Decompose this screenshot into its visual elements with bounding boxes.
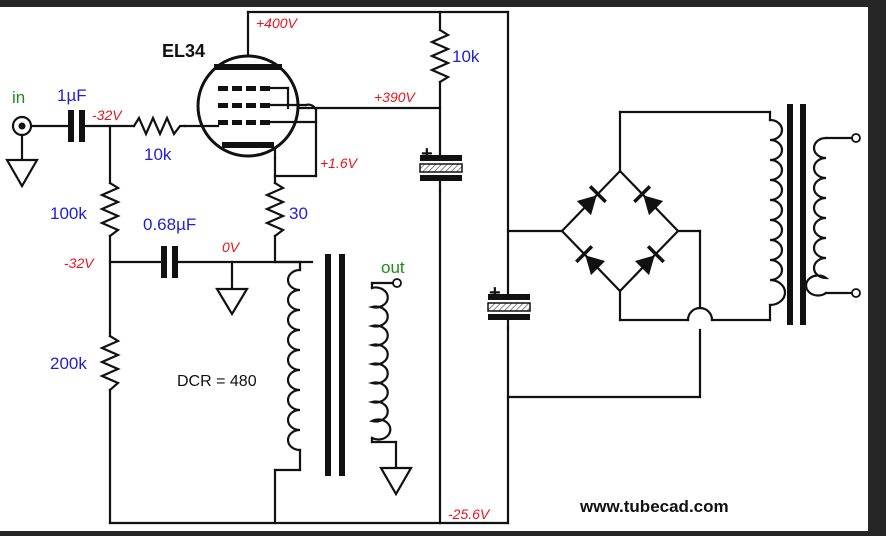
- label-r-cathode: 30: [289, 204, 308, 223]
- capacitor-1uf: [68, 110, 85, 142]
- website-label: www.tubecad.com: [579, 497, 729, 516]
- voltage-grid-left: -32V: [92, 107, 123, 123]
- voltage-negative-rail: -25.6V: [448, 506, 491, 522]
- resistor-200k: [99, 334, 121, 392]
- input-jack: [11, 115, 33, 162]
- ground-symbol-input: [5, 158, 39, 189]
- voltage-divider: -32V: [64, 255, 95, 271]
- output-transformer: [286, 254, 392, 476]
- mains-terminal-bottom: [851, 288, 861, 298]
- tube-type-label: EL34: [162, 41, 205, 61]
- el34-tube: [196, 54, 318, 160]
- resistor-100k: [99, 181, 121, 238]
- output-terminal: [392, 278, 402, 288]
- schematic-panel: [0, 7, 868, 531]
- mains-terminal-top: [851, 133, 861, 143]
- resistor-10k-supply: [429, 28, 451, 84]
- label-r-200k: 200k: [50, 354, 87, 373]
- label-r-supply: 10k: [452, 47, 480, 66]
- label-output: out: [381, 258, 405, 277]
- resistor-30-cathode: [264, 181, 286, 238]
- voltage-ground-ref: 0V: [222, 239, 241, 255]
- capacitor-electrolytic-2: [487, 294, 531, 330]
- cap-plus-2: +: [489, 282, 501, 304]
- capacitor-068uf: [161, 246, 178, 278]
- label-r-grid: 10k: [144, 145, 172, 164]
- resistor-10k-grid: [132, 115, 187, 137]
- voltage-cathode: +1.6V: [320, 155, 359, 171]
- label-c-input: 1µF: [57, 86, 87, 105]
- label-dcr: DCR = 480: [177, 373, 257, 390]
- capacitor-electrolytic-1: [419, 155, 463, 192]
- cap-plus-1: +: [421, 143, 433, 165]
- ground-symbol-0v: [215, 287, 249, 317]
- voltage-plate: +400V: [256, 15, 299, 31]
- power-transformer: [768, 104, 830, 325]
- label-input: in: [12, 88, 25, 107]
- voltage-screen: +390V: [374, 89, 417, 105]
- ground-symbol-output: [379, 466, 413, 497]
- wiring: [29, 10, 854, 525]
- bridge-rectifier: [560, 169, 680, 293]
- label-c-068: 0.68µF: [143, 215, 196, 234]
- label-r-100k: 100k: [50, 204, 87, 223]
